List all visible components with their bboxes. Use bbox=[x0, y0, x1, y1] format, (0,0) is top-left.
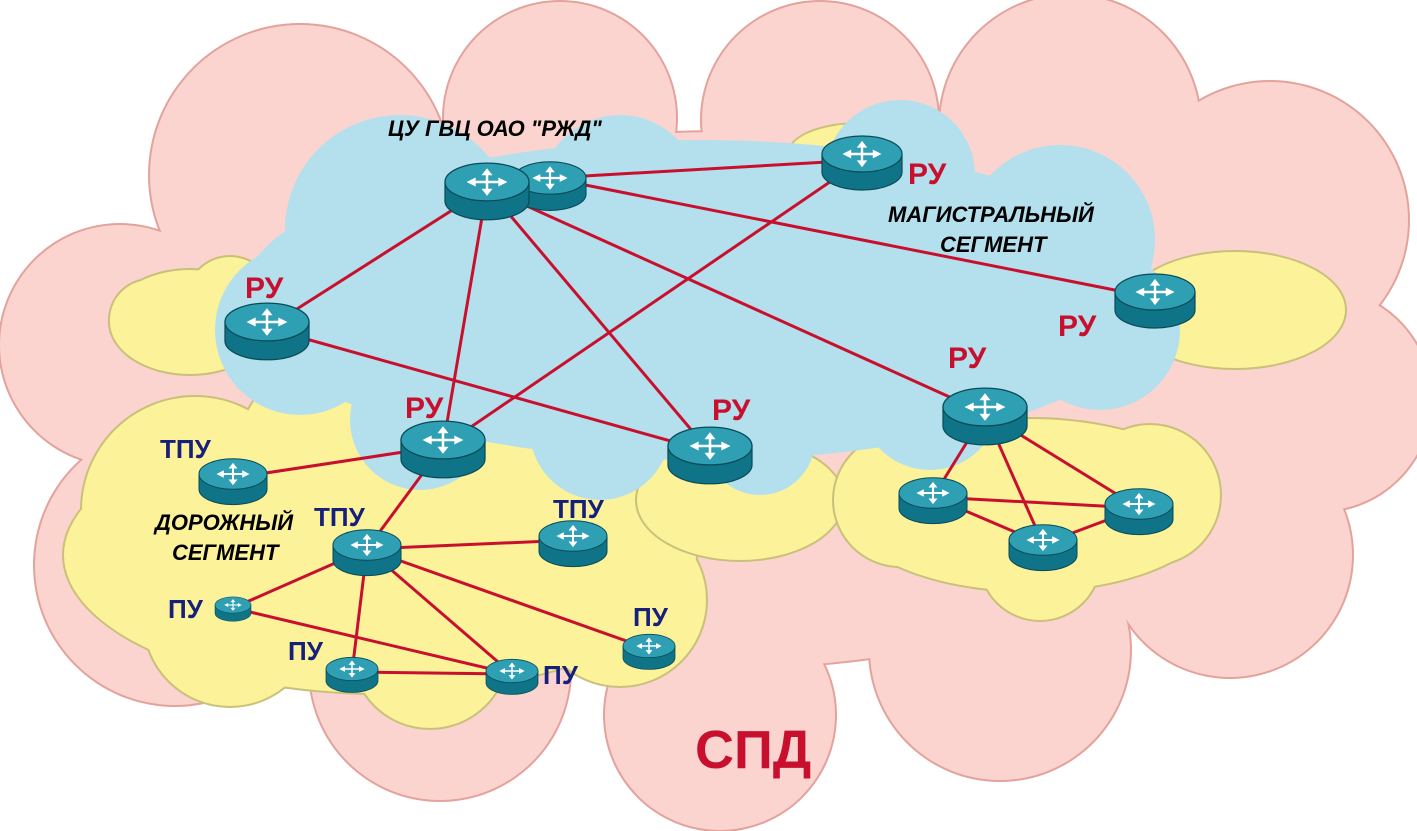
labels: ЦУ ГВЦ ОАО "РЖД" МАГИСТРАЛЬНЫЙ СЕГМЕНТ Д… bbox=[153, 116, 1097, 780]
pu-label: ПУ bbox=[633, 602, 669, 632]
backbone-segment-cloud bbox=[215, 100, 1180, 500]
router-icon bbox=[1007, 523, 1079, 572]
router-icon bbox=[622, 633, 676, 671]
ru-label: РУ bbox=[1058, 310, 1097, 343]
road-label-line1: ДОРОЖНЫЙ bbox=[153, 509, 294, 535]
router-icon bbox=[820, 134, 904, 192]
ru-label: РУ bbox=[948, 342, 987, 375]
center-label: ЦУ ГВЦ ОАО "РЖД" bbox=[388, 116, 602, 141]
router-icon bbox=[331, 528, 403, 577]
router-icon bbox=[399, 419, 487, 480]
router-icon bbox=[443, 161, 531, 222]
pu-label: ПУ bbox=[168, 594, 204, 624]
router-icon bbox=[1103, 487, 1175, 536]
road-label-line2: СЕГМЕНТ bbox=[172, 540, 280, 565]
pu-label: ПУ bbox=[543, 660, 579, 690]
router-icon bbox=[1113, 272, 1197, 330]
router-icon bbox=[537, 519, 609, 568]
tpu-label: ТПУ bbox=[553, 494, 605, 524]
tpu-label: ТПУ bbox=[314, 502, 366, 532]
backbone-label-line2: СЕГМЕНТ bbox=[940, 232, 1048, 257]
router-icon bbox=[214, 596, 252, 622]
backbone-label-line1: МАГИСТРАЛЬНЫЙ bbox=[888, 201, 1095, 227]
router-icon bbox=[325, 656, 379, 694]
router-icon bbox=[197, 457, 269, 506]
router-icon bbox=[223, 301, 311, 362]
spd-label: СПД bbox=[695, 720, 811, 780]
ru-label: РУ bbox=[908, 158, 947, 191]
pu-label: ПУ bbox=[288, 636, 324, 666]
ru-label: РУ bbox=[405, 392, 444, 425]
ru-label: РУ bbox=[245, 272, 284, 305]
router-icon bbox=[941, 386, 1029, 447]
tpu-label: ТПУ bbox=[160, 434, 212, 464]
ru-label: РУ bbox=[712, 394, 751, 427]
router-icon bbox=[485, 658, 539, 696]
router-icon bbox=[666, 425, 754, 486]
router-icon bbox=[897, 476, 969, 525]
